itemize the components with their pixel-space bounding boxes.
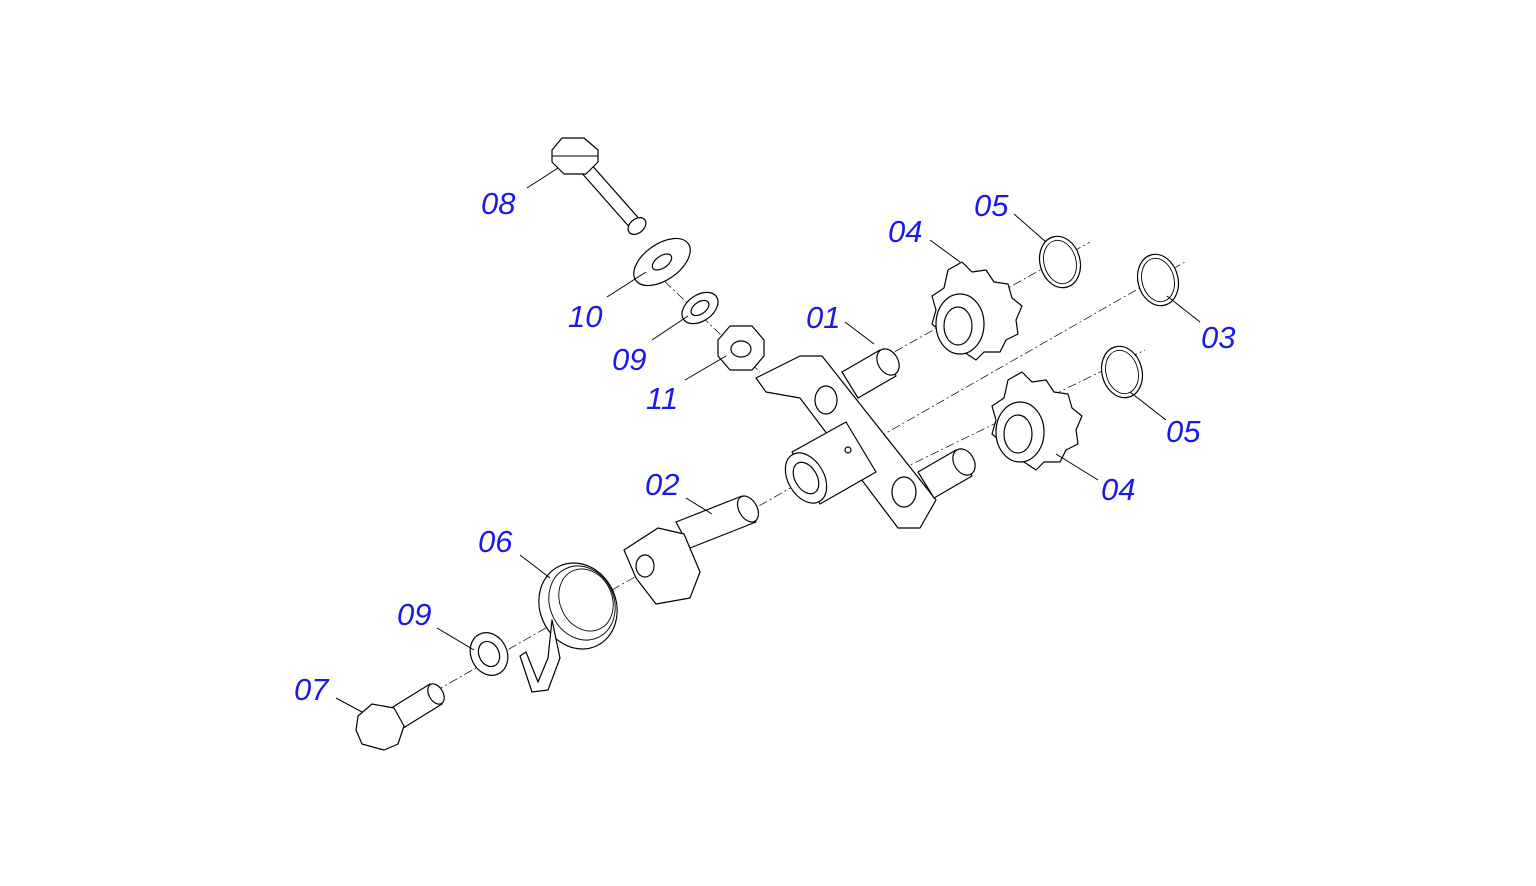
hex-nut — [717, 325, 765, 371]
part-labels: 08 10 09 11 01 04 05 03 05 04 02 06 09 0… — [294, 186, 1235, 707]
retaining-ring-right — [1136, 253, 1180, 307]
label-05-upper: 05 — [974, 188, 1009, 223]
lock-washer-upper — [681, 291, 719, 325]
flat-washer — [633, 237, 691, 287]
bracket-assembly — [755, 348, 976, 529]
torsion-spring — [519, 562, 618, 693]
bolt-bottom — [355, 683, 445, 751]
sprocket-lower — [991, 371, 1083, 471]
retaining-ring-lower — [1100, 345, 1144, 399]
label-01: 01 — [806, 300, 840, 335]
label-05-lower: 05 — [1166, 414, 1201, 449]
label-10: 10 — [568, 299, 602, 334]
bolt-top — [551, 137, 647, 235]
label-08: 08 — [481, 186, 516, 221]
leader-lines — [335, 167, 1201, 713]
label-11: 11 — [646, 381, 678, 416]
lock-washer-lower — [469, 632, 509, 676]
label-09-upper: 09 — [612, 342, 646, 377]
label-03: 03 — [1201, 320, 1235, 355]
label-06: 06 — [478, 524, 513, 559]
label-04-lower: 04 — [1101, 472, 1135, 507]
label-02: 02 — [645, 467, 679, 502]
hex-pin — [623, 495, 760, 605]
label-07: 07 — [294, 672, 330, 707]
sprocket-upper — [931, 261, 1023, 361]
retaining-ring-upper — [1038, 235, 1082, 289]
label-09-lower: 09 — [397, 597, 431, 632]
label-04-upper: 04 — [888, 214, 922, 249]
